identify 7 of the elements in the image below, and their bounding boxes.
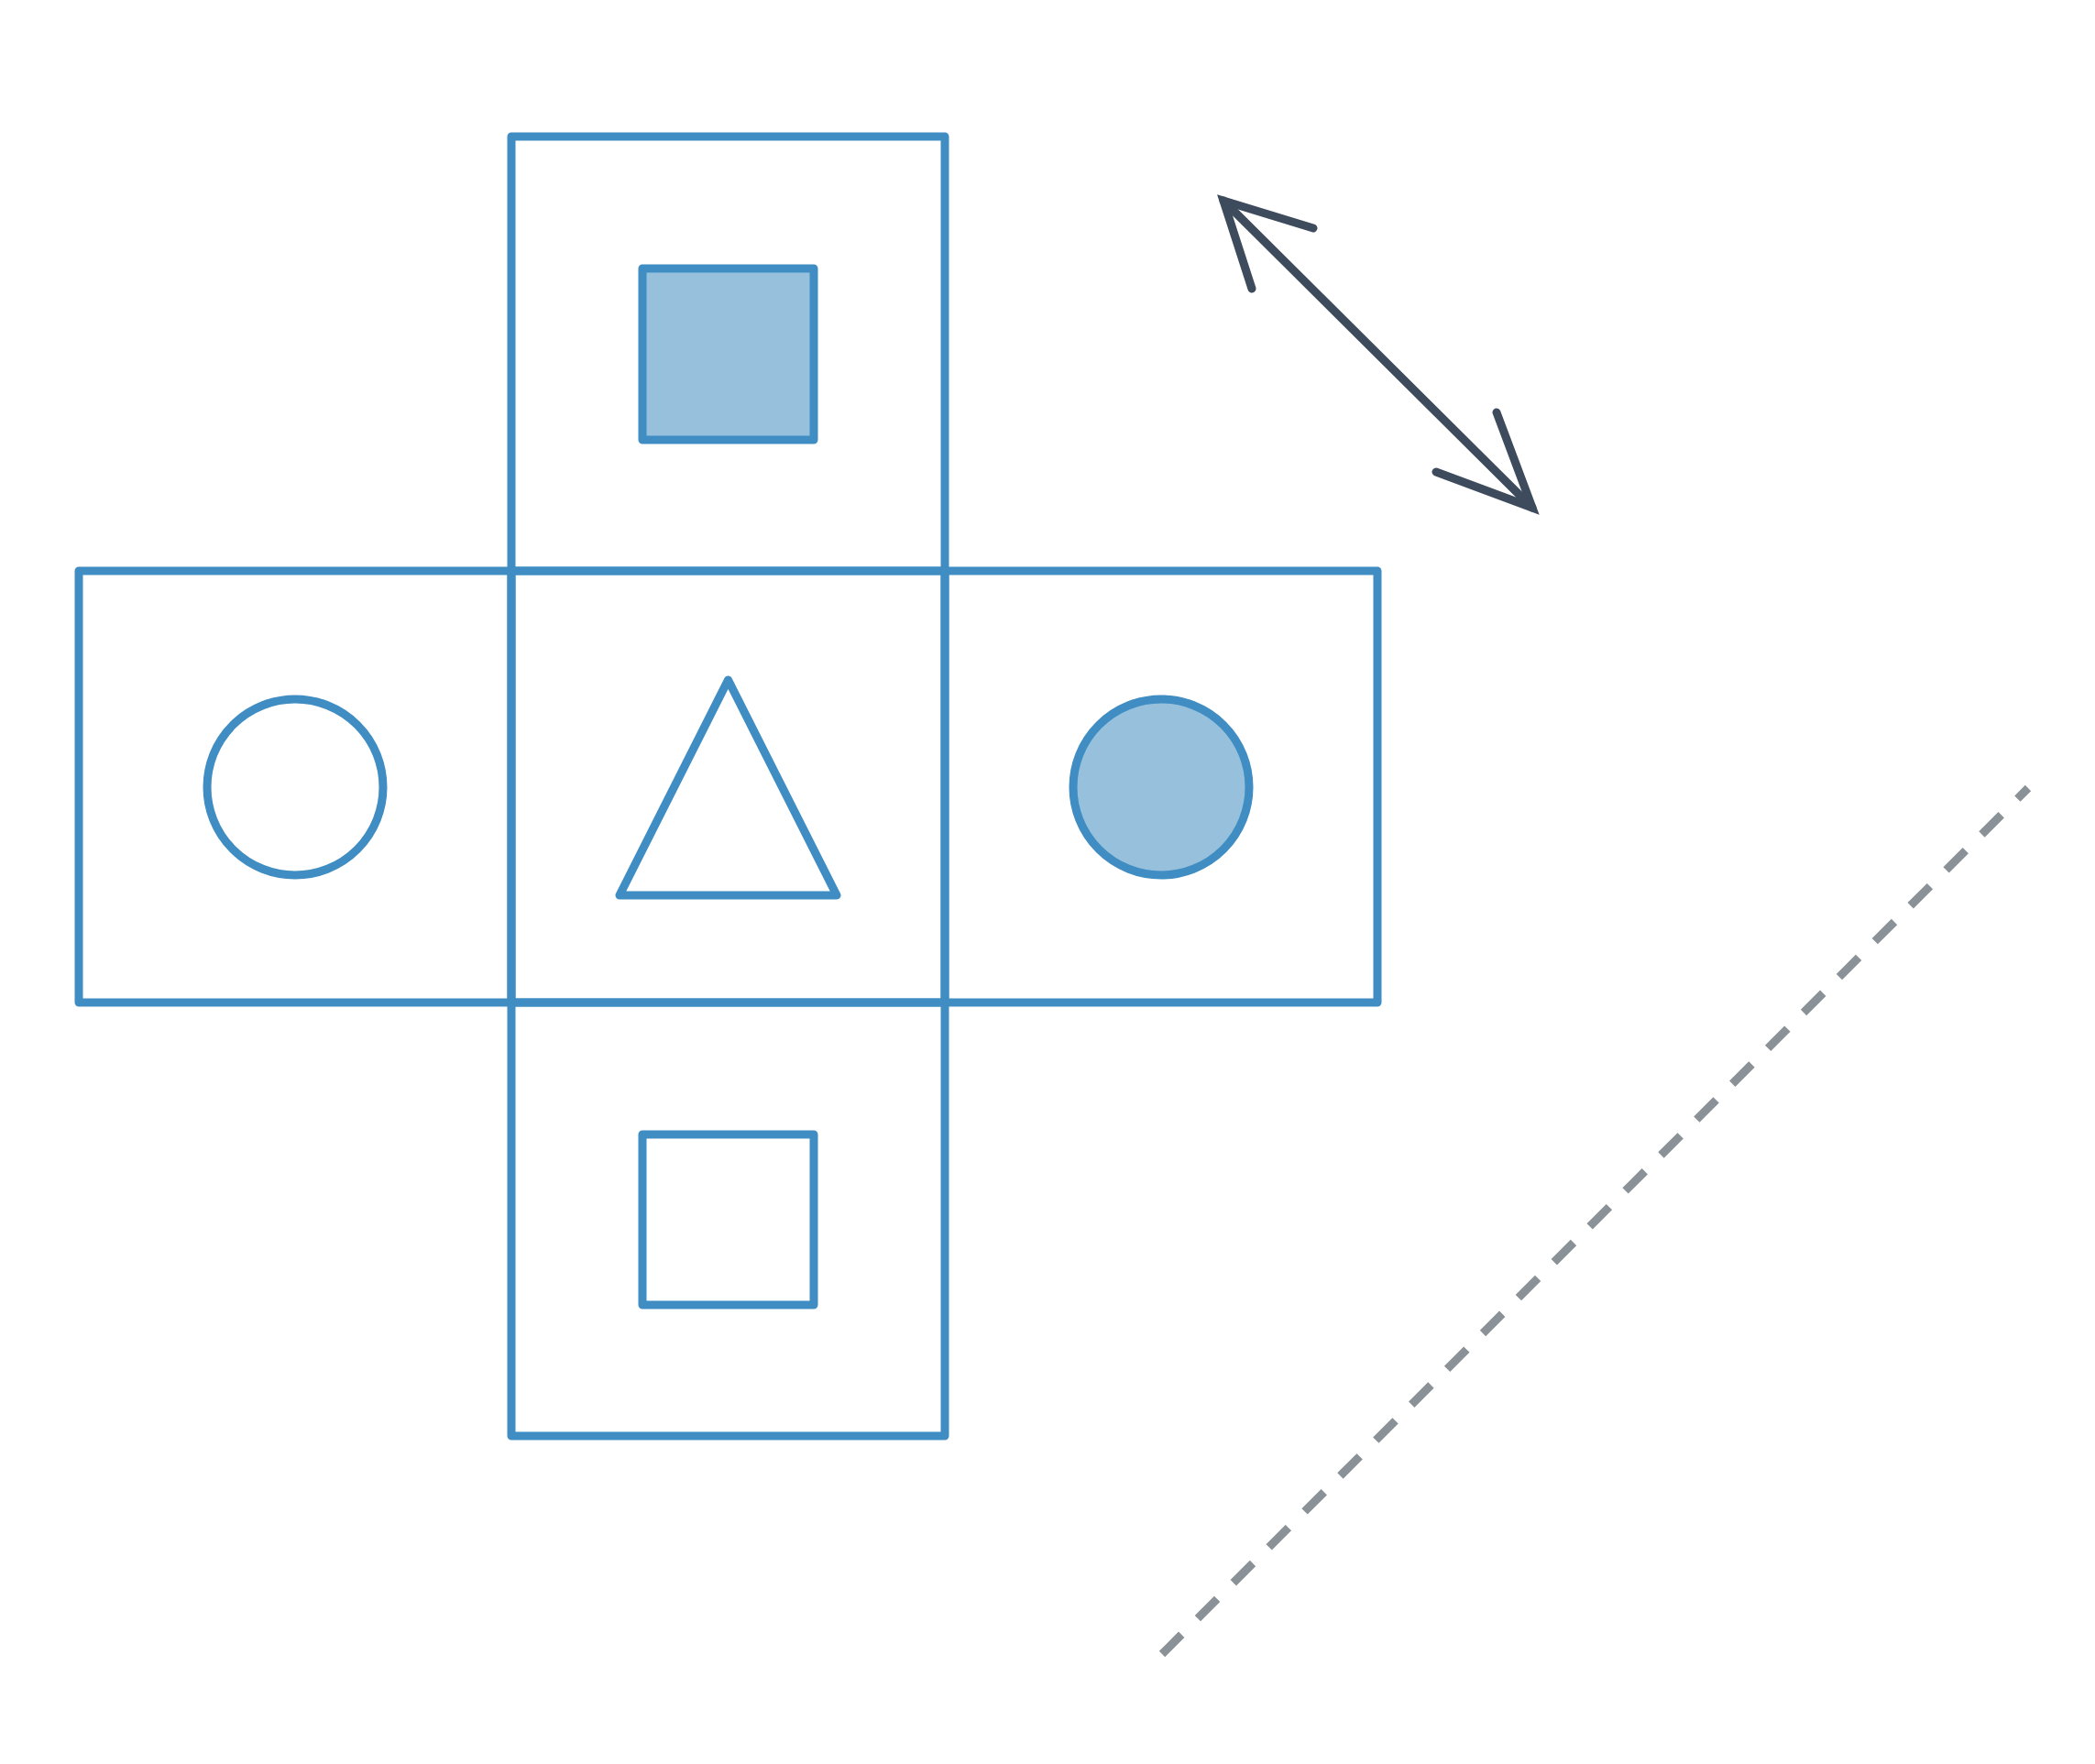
circle-shape bbox=[1069, 695, 1254, 880]
square-shape bbox=[940, 566, 1382, 1007]
triangle-shape bbox=[615, 675, 841, 900]
circle-shape bbox=[203, 695, 388, 880]
square-shape bbox=[638, 1130, 818, 1309]
square-shape bbox=[638, 264, 818, 444]
square-shape bbox=[507, 998, 949, 1441]
